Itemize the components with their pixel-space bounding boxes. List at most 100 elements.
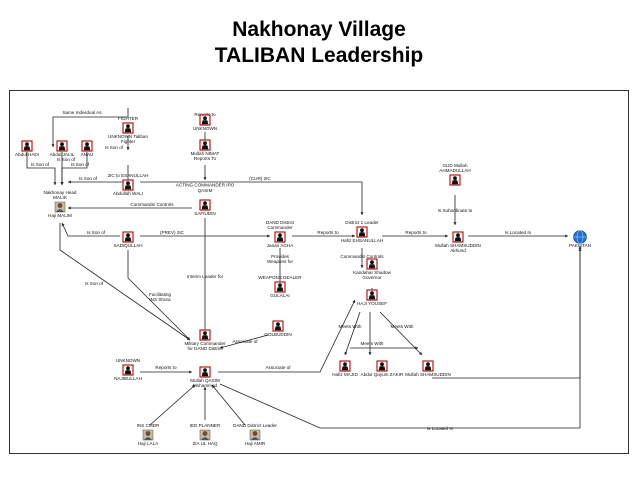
node-hafiz_ehsan-person-silhouette-icon[interactable] [356, 226, 368, 238]
node-fighter-person-silhouette-icon[interactable] [122, 122, 134, 134]
node-abdul_hadi-name: Abdul HADI [15, 152, 39, 157]
node-zia_ul_haq-name: ZIA UL HAQ [192, 441, 218, 446]
node-abdul_qayum-person-silhouette-icon[interactable] [376, 360, 388, 372]
node-mil_commander-person-silhouette-icon[interactable] [199, 329, 211, 341]
node-zia_ul_haq-person-photo-icon[interactable] [199, 429, 211, 441]
node-haji_yousef-person-silhouette-icon[interactable] [366, 289, 378, 301]
node-mullah_nimat-name: Mullah NIMAT [191, 151, 220, 156]
node-safiudin-person-silhouette-icon[interactable] [199, 199, 211, 211]
node-golbuddin-name: GOLBUDDIN [264, 332, 291, 337]
node-pakistan-globe-icon[interactable] [573, 230, 587, 244]
edge-fighter-same-individual-arrowhead [51, 144, 55, 147]
edge-prev-2ic-arrowhead [267, 234, 270, 238]
node-haji_yousef-name: HAJI YOUSEF [357, 301, 387, 306]
edge-label-associate-golb: Associate of [232, 339, 258, 344]
edge-label-ehsan-commands: Commands/ Controls [340, 254, 384, 259]
edge-sadiq-facilitating-arrowhead [186, 336, 190, 340]
edge-shams2-located [432, 246, 581, 379]
node-sadiqullah-name: SADIQULLAH [113, 243, 142, 248]
edge-qasim-associate-arrowhead [352, 300, 356, 304]
edge-label-cur-2ic: (CUR) 2IC [249, 176, 271, 181]
edge-label-prev-2ic: (PREV) 2IC [160, 230, 185, 235]
node-hafiz_ehsan-role: District 1 Leader [345, 220, 379, 225]
node-haji_amir-role: DAND District Leader [233, 423, 277, 428]
edge-label-anau-son: Is Son of [71, 162, 90, 167]
edge-lala-qasim-arrowhead [191, 385, 195, 389]
edge-label-subordinate: Is Subordinate to [438, 208, 473, 213]
diagram-frame [9, 90, 629, 454]
edge-label-janan-reports: Reports to [317, 230, 339, 235]
node-najibullah-role: UNKNOWN [116, 358, 140, 363]
edges-layer [26, 108, 582, 429]
node-haji_amir-name: Haji AMIR [245, 441, 266, 446]
edge-label-fighter-son: Is Son of [105, 145, 124, 150]
edge-lala-qasim [149, 384, 196, 426]
edge-janan-reports-arrowhead [352, 234, 355, 238]
edge-label-ehsan-reports: Reports to [405, 230, 427, 235]
node-fighter-role: FIGHTER [118, 116, 139, 121]
node-kandahar-person-silhouette-icon[interactable] [366, 258, 378, 270]
node-janan_agha-person-silhouette-icon[interactable] [274, 231, 286, 243]
edge-label-najib-reports: Reports to [155, 365, 177, 370]
node-mullah_nimat-person-silhouette-icon[interactable] [199, 139, 211, 151]
edge-cur-2ic-arrowhead [360, 212, 364, 215]
edge-label-nimat-reports: Reports To [194, 156, 217, 161]
node-mullah_shams2-person-silhouette-icon[interactable] [422, 360, 434, 372]
node-unknown_top-person-silhouette-icon[interactable] [199, 114, 211, 126]
edge-sadiq-son [61, 222, 120, 237]
edge-wali-son-arrowhead [68, 180, 71, 184]
node-abdullah_wali-person-silhouette-icon[interactable] [122, 179, 134, 191]
edge-fighter-same-individual [52, 108, 129, 147]
edge-label-commands-malim: Commands/ Controls [130, 202, 174, 207]
node-pakistan-name: PAKISTAN [569, 243, 591, 248]
node-hafiz_majid-person-silhouette-icon[interactable] [339, 360, 351, 372]
edge-label-qasim-associate: Associate of [265, 365, 291, 370]
node-golbuddin-person-silhouette-icon[interactable] [272, 320, 284, 332]
node-mullah_shams-person-silhouette-icon[interactable] [452, 231, 464, 243]
edge-qasim-located-arrowhead [578, 248, 582, 251]
node-abdul_jalil-person-silhouette-icon[interactable] [56, 140, 68, 152]
node-gulalai-role: WEAPONS DEALER [258, 275, 302, 280]
edge-najib-reports-arrowhead [189, 370, 192, 374]
node-qud_mullah-person-silhouette-icon[interactable] [449, 174, 461, 186]
edge-anau-son-arrowhead [60, 182, 64, 185]
node-mullah_qasim-person-silhouette-icon[interactable] [199, 366, 211, 378]
edge-label-wali-son: Is Son of [79, 176, 98, 181]
edge-label-meets-1: Meets With [339, 324, 362, 329]
node-haji_lala-person-photo-icon[interactable] [142, 429, 154, 441]
edge-subordinate-arrowhead [453, 222, 457, 225]
edge-golbuddin-associate [219, 334, 269, 349]
node-najibullah-person-silhouette-icon[interactable] [122, 364, 134, 376]
edge-sadiq-facilitating [127, 250, 191, 341]
node-haji_malim-person-photo-icon[interactable] [54, 201, 66, 213]
edge-label-malim-son: Is Son of [85, 281, 104, 286]
node-sadiqullah-person-silhouette-icon[interactable] [122, 231, 134, 243]
node-hafiz_ehsan-name: Hafiz EHSANULLAH [341, 238, 383, 243]
edge-sadiq-son-arrowhead [61, 223, 65, 227]
edge-amir-qasim [211, 384, 246, 426]
edge-ehsan-commands-arrowhead [360, 265, 364, 268]
edge-label-qasim-located: Is Located In [427, 426, 454, 431]
edge-majid-shams2-arrowhead [415, 346, 418, 350]
page-title-line-2: TALIBAN Leadership [214, 44, 424, 67]
node-gulalai-person-silhouette-icon[interactable] [274, 281, 286, 293]
node-haji_malim-name: Haji MALIM [48, 213, 72, 218]
node-abdul_qayum-name: Abdul Qayum ZAKIR [361, 372, 404, 377]
node-haji_amir-person-photo-icon[interactable] [249, 429, 261, 441]
page-title-line-1: Nakhonay Village [232, 18, 406, 41]
edge-label-meets-2: Meets With [361, 341, 384, 346]
node-unknown_top-name: UNKNOWN [193, 126, 217, 131]
node-abdul_hadi-person-silhouette-icon[interactable] [21, 140, 33, 152]
node-najibullah-name: NAJIBULLAH [114, 376, 142, 381]
node-abdullah_wali-name: Abdullah WALI [113, 191, 143, 196]
node-anau-person-silhouette-icon[interactable] [81, 140, 93, 152]
edge-shams-located-arrowhead [565, 234, 568, 238]
edge-cur-2ic [140, 181, 363, 215]
edge-anau-son [61, 152, 88, 185]
edge-label-interim: Interim Leader for [187, 274, 224, 279]
